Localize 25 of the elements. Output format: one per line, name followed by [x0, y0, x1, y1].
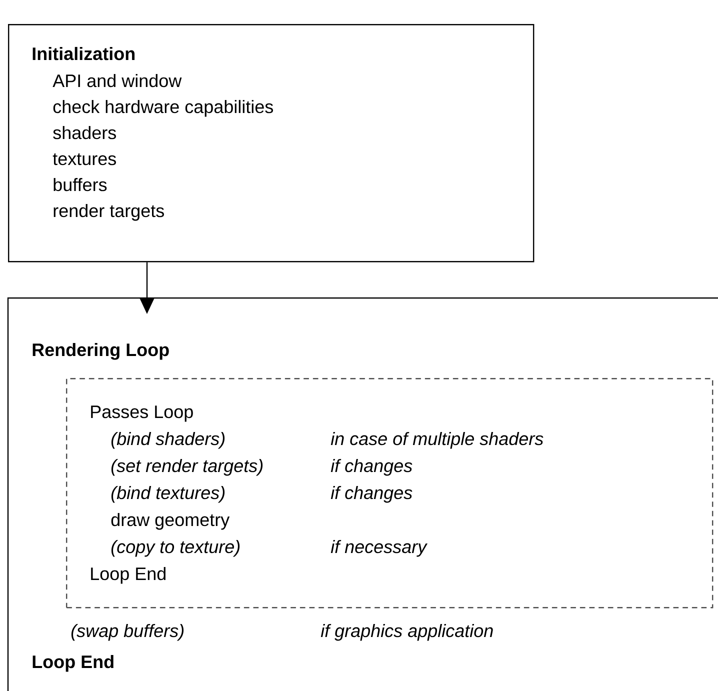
list-item: draw geometry — [111, 512, 230, 530]
list-item: (copy to texture) — [111, 540, 240, 557]
loop-box — [7, 297, 718, 691]
list-item: Loop End — [91, 566, 166, 584]
list-item: shaders — [53, 126, 116, 140]
note: if necessary — [330, 540, 428, 557]
heading: Initialization — [32, 46, 135, 60]
process-box — [8, 24, 534, 262]
note: (swap buffers) — [71, 624, 184, 641]
note: if changes — [330, 486, 412, 503]
note: in case of multiple shaders — [330, 432, 544, 449]
loop-box — [66, 378, 714, 608]
list-item: buffers — [54, 178, 107, 192]
list-item: check hardware capabilities — [53, 100, 273, 117]
list-item: Passes Loop — [91, 406, 193, 422]
list-item: render targets — [54, 204, 164, 221]
list-item: textures — [52, 153, 116, 166]
list-item: (bind textures) — [111, 486, 225, 503]
list-item: (bind shaders) — [111, 432, 225, 449]
list-item: (set render targets) — [111, 458, 263, 476]
heading: Rendering Loop — [32, 342, 169, 360]
list-item: API and window — [52, 74, 182, 88]
note: if changes — [330, 458, 412, 476]
note: if graphics application — [320, 624, 493, 641]
heading: Loop End — [32, 654, 114, 672]
